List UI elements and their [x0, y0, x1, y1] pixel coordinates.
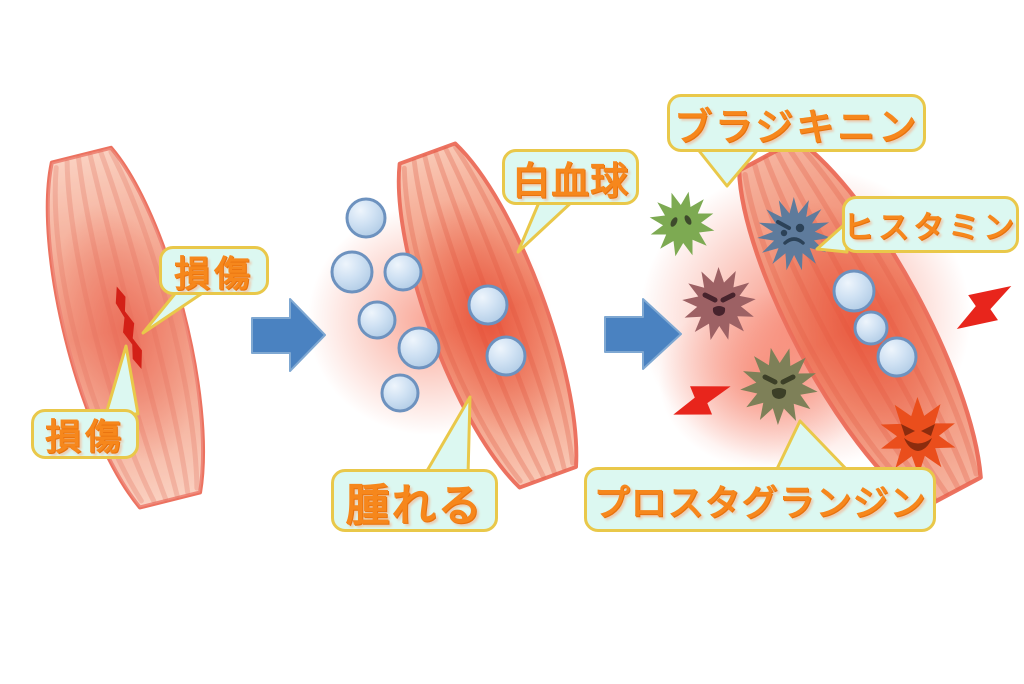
label-text: 腫れる: [345, 479, 484, 531]
white-blood-cell: [832, 269, 876, 313]
white-blood-cell: [853, 310, 889, 346]
label-white-blood-cells: 白血球: [502, 149, 639, 205]
callout-tail-prostaglandin: [773, 419, 852, 475]
pain-bolt-right-icon: [956, 285, 1012, 330]
label-bradykinin: ブラジキニン: [667, 94, 926, 152]
callout-tail-wbc: [516, 198, 576, 254]
stage-arrow-2-icon: [604, 298, 682, 370]
label-text: ヒスタミン: [843, 210, 1018, 246]
wound-tear: [115, 286, 142, 369]
label-text: ブラジキニン: [673, 103, 920, 149]
white-blood-cell: [345, 197, 387, 239]
mediator-germ-maroon-icon: [682, 267, 756, 340]
white-blood-cell: [467, 284, 509, 326]
white-blood-cell: [330, 250, 374, 294]
label-prostaglandin: プロスタグランジン: [584, 467, 936, 532]
label-text: 白血球: [511, 157, 629, 203]
label-text: 損傷: [44, 416, 125, 458]
label-swelling: 腫れる: [331, 469, 498, 532]
callout-tail-swelling: [422, 395, 472, 478]
white-blood-cell: [485, 335, 527, 377]
muscle-stage1: [21, 140, 227, 515]
label-text: 損傷: [173, 252, 254, 295]
bradykinin-germ-icon: [649, 191, 715, 257]
white-blood-cell: [383, 252, 423, 292]
white-blood-cell: [380, 373, 420, 413]
label-text: プロスタグランジン: [593, 481, 927, 524]
white-blood-cell: [397, 326, 441, 370]
label-damage-bottom: 損傷: [31, 409, 139, 459]
stage-arrow-1-icon: [251, 298, 326, 372]
label-damage-top: 損傷: [159, 246, 269, 295]
white-blood-cell: [876, 336, 918, 378]
label-histamine: ヒスタミン: [842, 196, 1019, 253]
white-blood-cell: [357, 300, 397, 340]
pain-bolt-left-icon: [673, 386, 731, 415]
